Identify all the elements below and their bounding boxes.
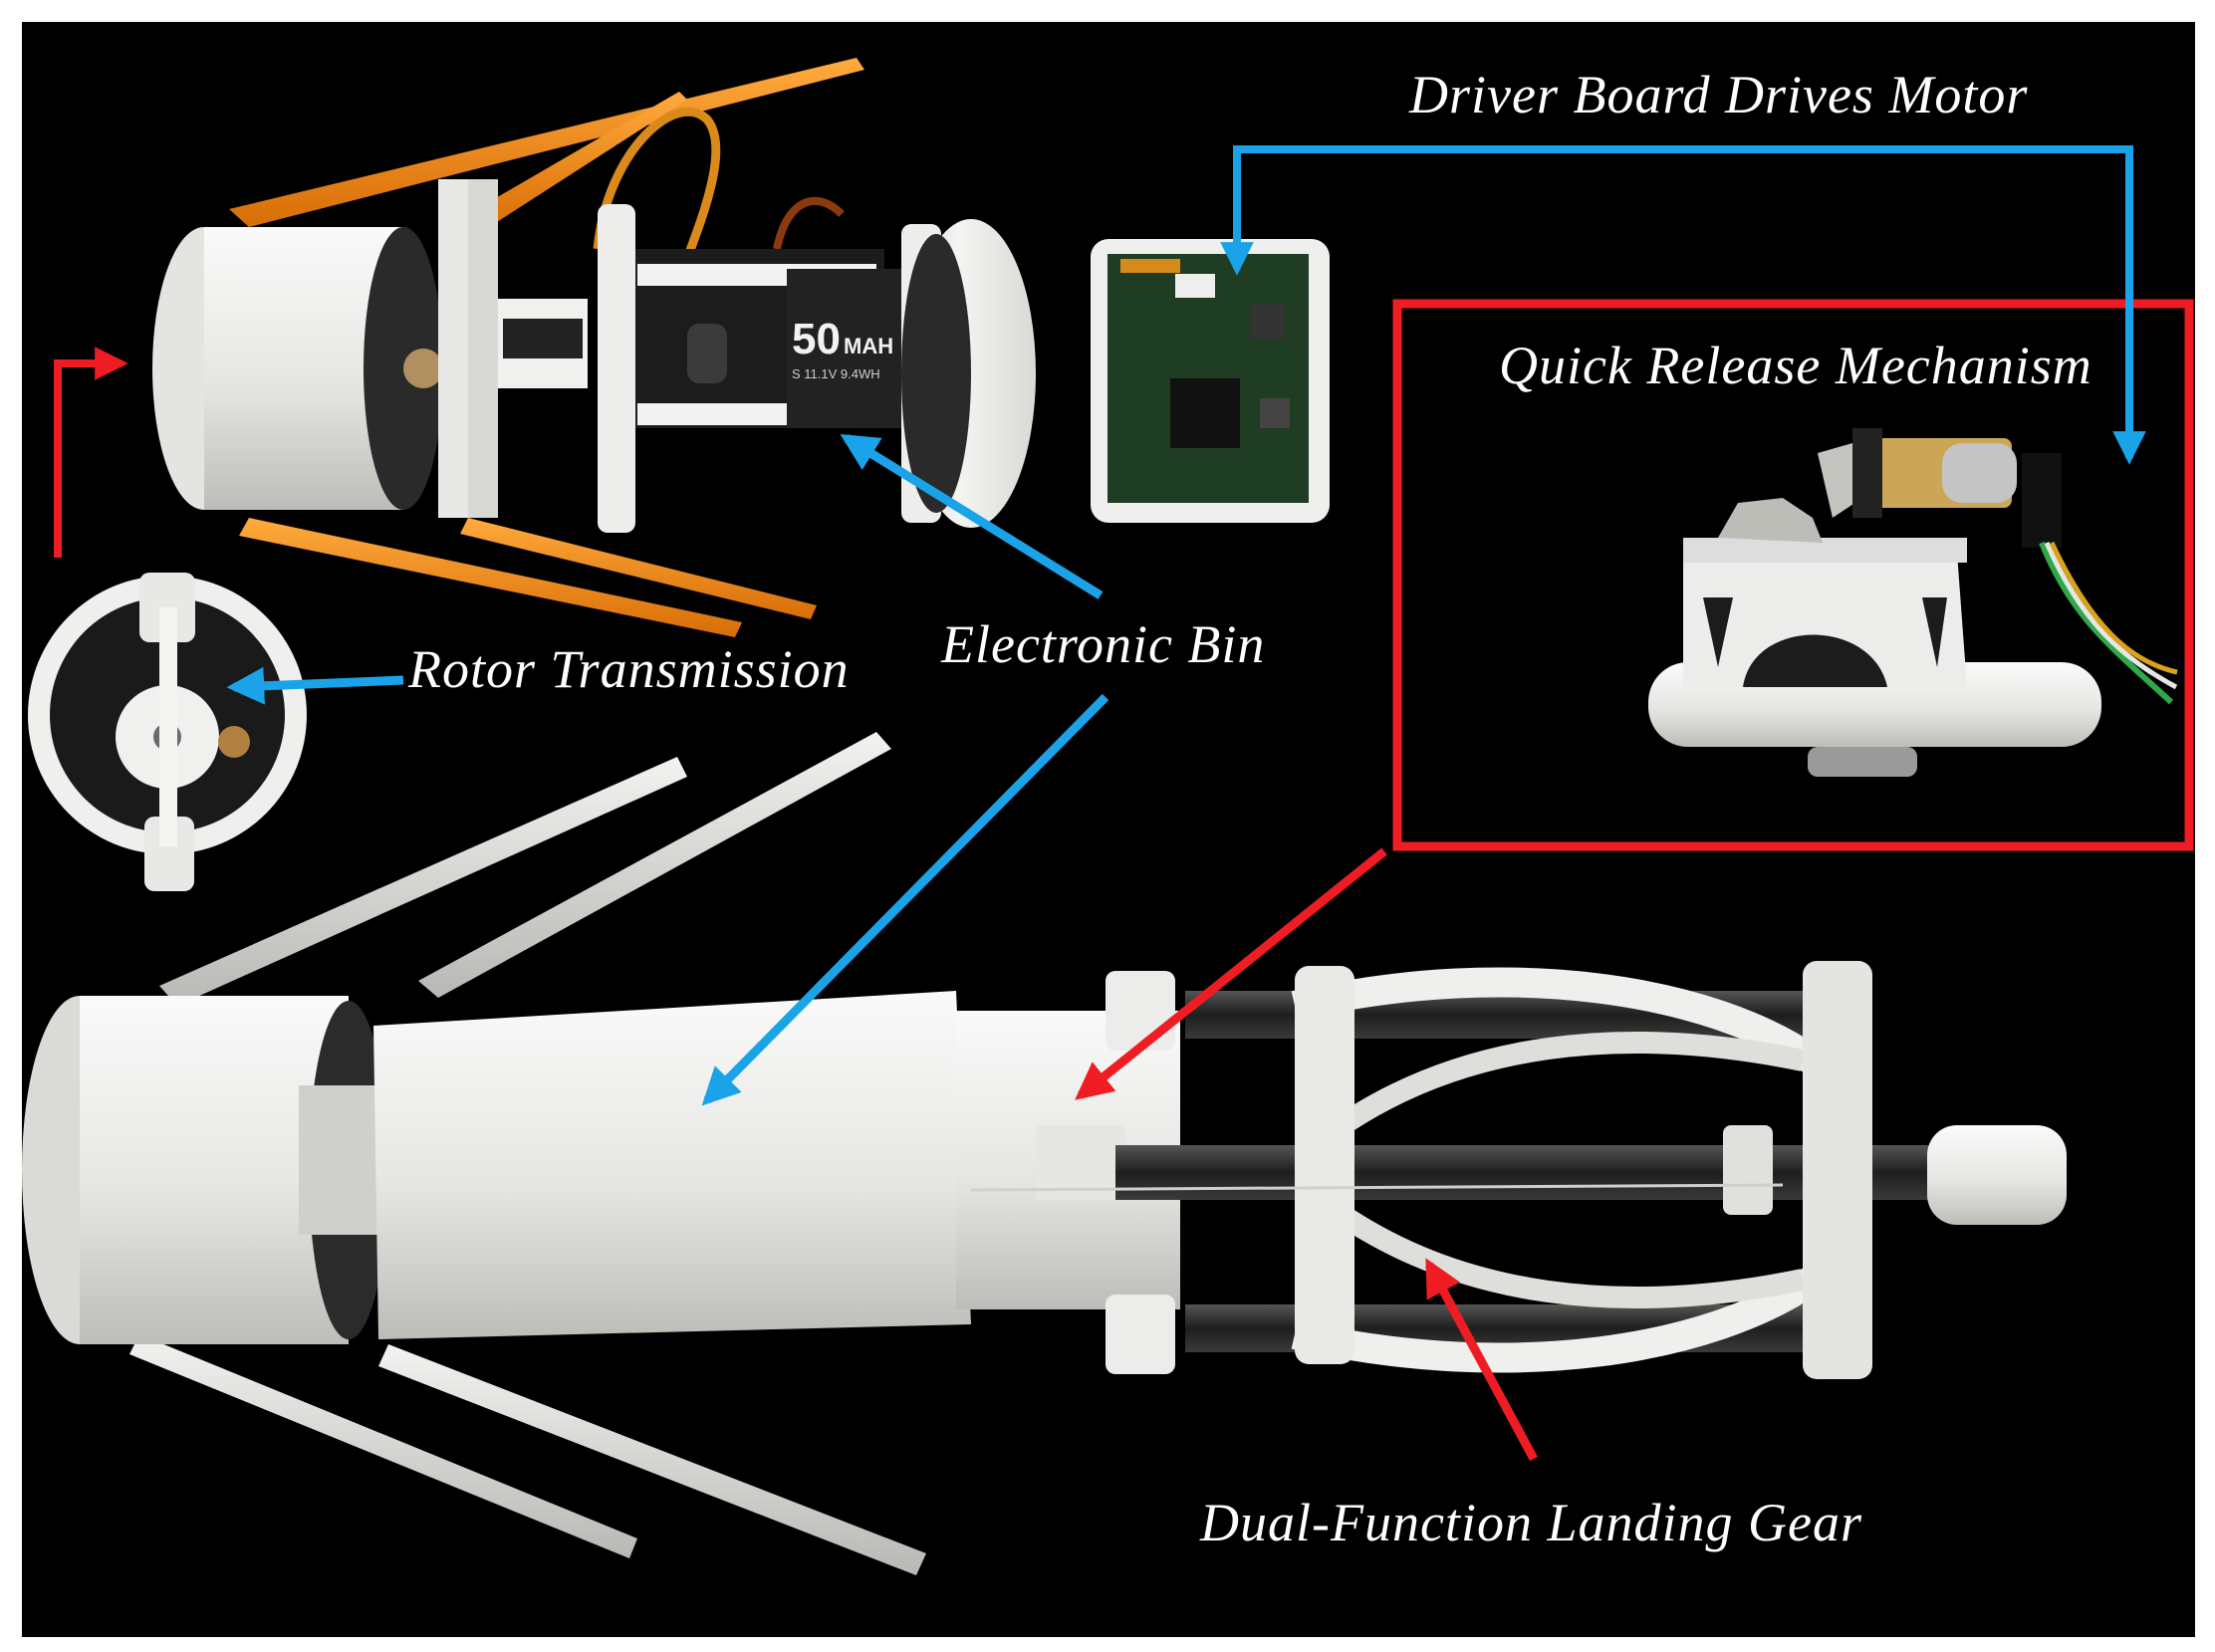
quick-release-top-plate bbox=[1683, 538, 1967, 563]
assembled-drone-photo bbox=[22, 732, 2067, 1575]
gear-clamp-front bbox=[1295, 966, 1354, 1364]
orange-blade-top-2 bbox=[468, 92, 687, 229]
landing-gear-arc-lower-2 bbox=[1308, 1186, 1806, 1308]
bevel-gear-big bbox=[1718, 498, 1823, 543]
rotor-gear bbox=[403, 349, 443, 388]
swashplate-frame bbox=[438, 179, 468, 518]
driver-board-photo bbox=[1091, 239, 1330, 523]
blade-lower-1 bbox=[129, 1334, 637, 1558]
tail-cap bbox=[1927, 1125, 2067, 1225]
motor-wires bbox=[2039, 541, 2174, 705]
quick-release-photo bbox=[1648, 428, 2178, 777]
label-rotor-transmission: Rotor Transmission bbox=[408, 639, 850, 699]
servo-wires bbox=[593, 107, 721, 261]
quick-release-housing bbox=[1683, 553, 1967, 687]
exploded-drone-photo: 50 MAH S 11.1V 9.4WH bbox=[152, 58, 1036, 637]
arrow-landing-gear bbox=[1425, 1258, 1538, 1462]
landing-gear-arc-upper-2 bbox=[1308, 1032, 1806, 1154]
arrow-red-shroud bbox=[54, 347, 128, 558]
orange-blade-bottom-2 bbox=[460, 518, 817, 619]
blade-upper-1 bbox=[159, 757, 687, 1006]
label-landing-gear: Dual-Function Landing Gear bbox=[1200, 1493, 1862, 1552]
quick-release-box bbox=[1392, 299, 2194, 851]
label-driver-board: Driver Board Drives Motor bbox=[1409, 65, 2029, 124]
battery-unit: MAH bbox=[844, 334, 893, 358]
gear-clamp-rear bbox=[1803, 961, 1872, 1379]
label-electronic-bin: Electronic Bin bbox=[941, 614, 1266, 674]
arrow-rotor-transmission bbox=[226, 666, 404, 705]
arrow-electronic-bin-top bbox=[840, 434, 1104, 599]
blade-lower-2 bbox=[378, 1344, 926, 1575]
arrow-electronic-bin-bottom bbox=[701, 693, 1109, 1106]
release-wire bbox=[970, 1183, 1784, 1192]
battery-capacity: 50 bbox=[792, 315, 841, 363]
orange-blade-bottom-1 bbox=[239, 518, 742, 637]
driver-board-mcu bbox=[1170, 378, 1240, 448]
electronic-bin-body bbox=[373, 991, 971, 1339]
landing-gear-arc-upper-1 bbox=[1291, 967, 1822, 1073]
landing-gear-arc-lower-1 bbox=[1291, 1267, 1822, 1373]
arrow-quick-release-to-fuselage bbox=[1075, 847, 1387, 1100]
bevel-gear-small bbox=[1818, 443, 1862, 518]
battery-pack bbox=[787, 269, 906, 428]
battery-spec: S 11.1V 9.4WH bbox=[792, 366, 880, 381]
blade-upper-2 bbox=[418, 732, 891, 998]
orange-blade-top-1 bbox=[229, 58, 864, 227]
rotor-transmission-photo bbox=[28, 573, 307, 891]
carbon-tube-middle bbox=[1115, 1145, 1932, 1200]
label-quick-release: Quick Release Mechanism bbox=[1499, 336, 2092, 395]
electronics-frame-plate-left bbox=[598, 204, 635, 533]
